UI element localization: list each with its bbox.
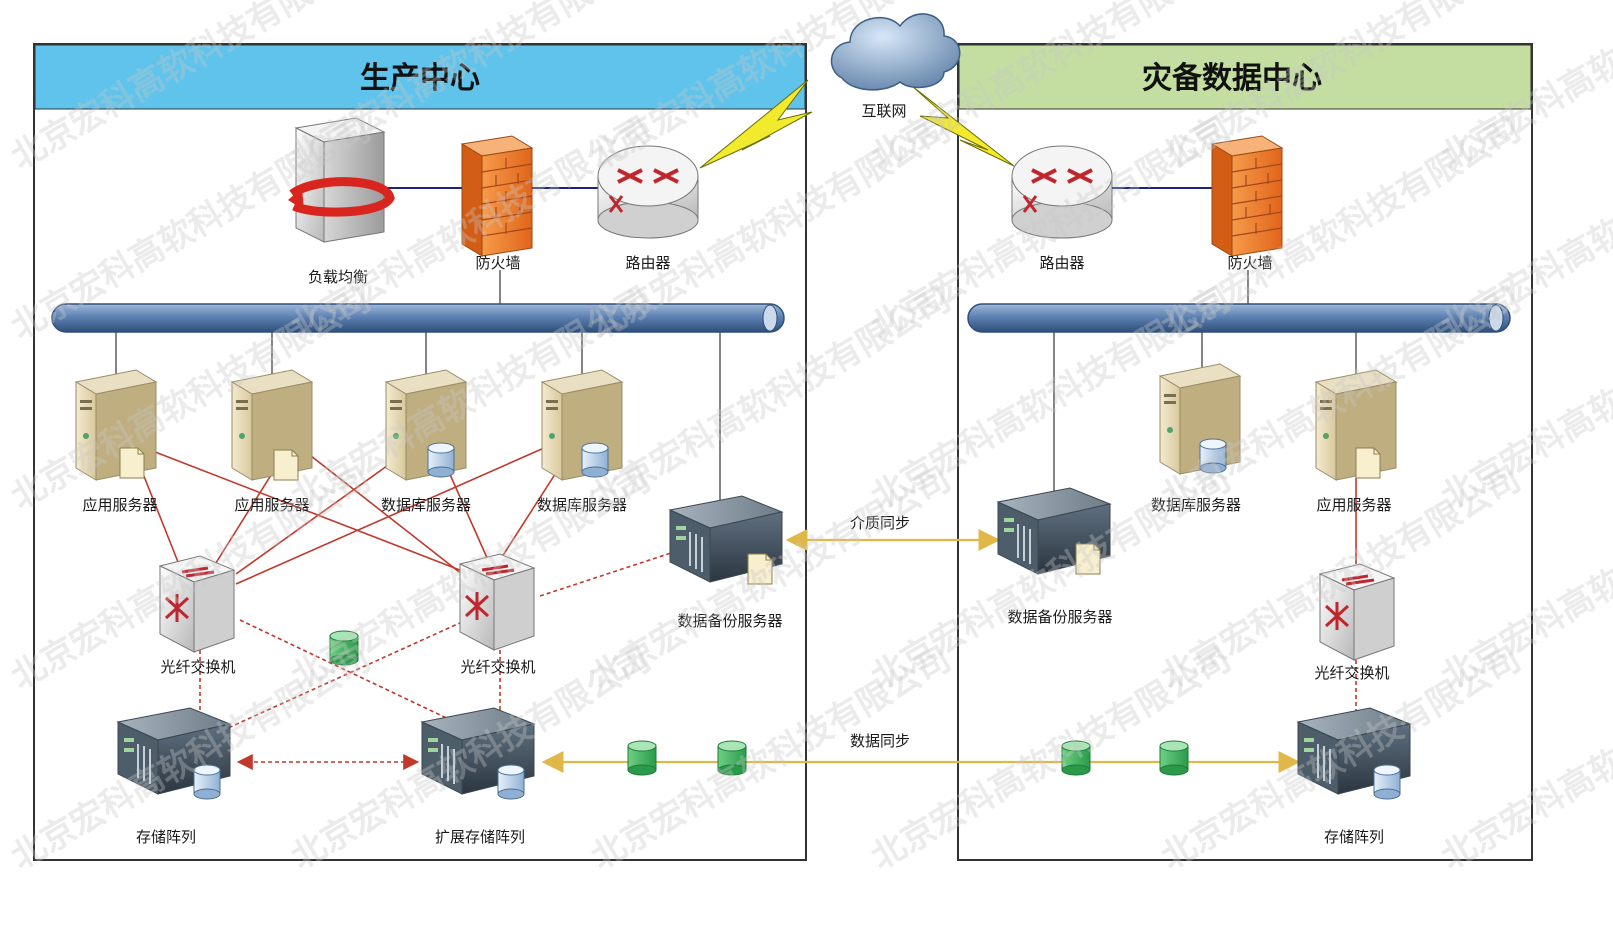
dr-header-bar	[958, 44, 1532, 110]
router-label: 路由器	[625, 254, 670, 272]
storage-array-label: 存储阵列	[136, 828, 196, 846]
load-balancer-icon	[288, 117, 395, 243]
fiber-sw2-backup	[539, 551, 675, 597]
db-server-2-label: 数据库服务器	[537, 496, 627, 514]
dr-app-server-label: 应用服务器	[1316, 496, 1391, 514]
dr-storage-array-label: 存储阵列	[1324, 828, 1384, 846]
fc-switch-1-label: 光纤交换机	[160, 658, 235, 676]
sync-cylinder-icon	[627, 740, 657, 776]
db-server-2-icon	[541, 369, 623, 481]
fiber-db2-sw1	[235, 447, 545, 585]
fiber-sw2-storage	[227, 621, 463, 729]
data-sync-label: 数据同步	[850, 732, 910, 750]
sync-cylinder-icon	[1159, 740, 1189, 776]
media-sync-label: 介质同步	[850, 514, 910, 532]
firewall-label: 防火墙	[475, 254, 520, 272]
fiber-sw1-ext-storage	[239, 619, 477, 733]
fc-switch-2-label: 光纤交换机	[460, 658, 535, 676]
ext-storage-array-label: 扩展存储阵列	[435, 828, 525, 846]
internet-label: 互联网	[861, 102, 906, 120]
dr-router-label: 路由器	[1039, 254, 1084, 272]
app-server-1-label: 应用服务器	[82, 496, 157, 514]
fiber-db1-sw1	[235, 447, 413, 575]
dr-firewall-icon	[1211, 135, 1283, 257]
production-header-bar	[34, 44, 806, 110]
app-server-2-label: 应用服务器	[234, 496, 309, 514]
internet-cloud-icon	[830, 13, 961, 91]
dr-lan-bus	[967, 303, 1511, 333]
wan-bolt-production	[699, 79, 813, 169]
production-center-title: 生产中心	[360, 61, 480, 96]
dr-center-title: 灾备数据中心	[1142, 61, 1322, 96]
fiber-app1-sw2	[149, 449, 471, 575]
production-lan-bus	[51, 303, 785, 333]
load-balancer-label: 负载均衡	[308, 268, 368, 286]
db-server-1-label: 数据库服务器	[381, 496, 471, 514]
dr-backup-server-label: 数据备份服务器	[1007, 608, 1112, 626]
backup-server-label: 数据备份服务器	[677, 612, 782, 630]
dr-db-server-label: 数据库服务器	[1151, 496, 1241, 514]
dr-fc-switch-label: 光纤交换机	[1314, 664, 1389, 682]
dr-firewall-label: 防火墙	[1227, 254, 1272, 272]
